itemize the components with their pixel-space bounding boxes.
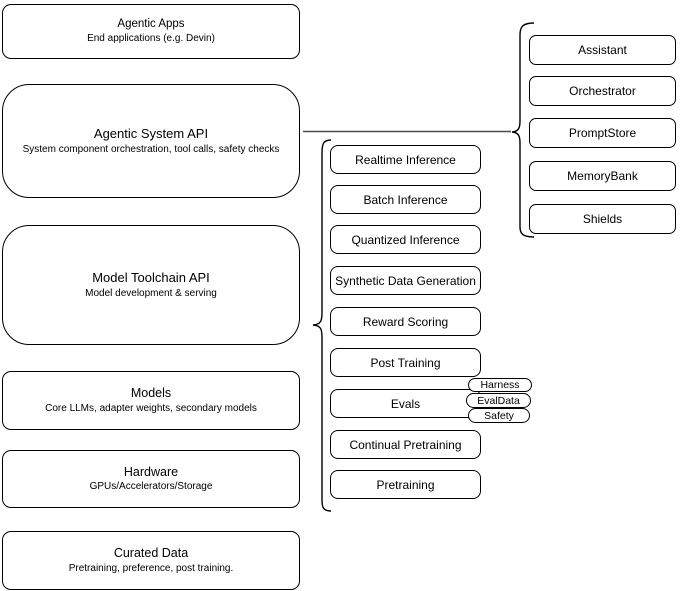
node-evals: Evals <box>330 389 481 418</box>
node-continual-pretraining: Continual Pretraining <box>330 430 481 459</box>
pill-label: EvalData <box>477 394 520 407</box>
node-pretraining: Pretraining <box>330 470 481 499</box>
pill-label: Harness <box>480 379 520 391</box>
node-subtitle: Core LLMs, adapter weights, secondary mo… <box>45 402 257 414</box>
node-memorybank: MemoryBank <box>529 161 676 191</box>
pill-label: Safety <box>484 409 514 422</box>
node-label: Pretraining <box>376 477 435 492</box>
node-realtime-inference: Realtime Inference <box>330 145 481 174</box>
node-curated-data: Curated Data Pretraining, preference, po… <box>2 531 300 590</box>
node-quantized-inference: Quantized Inference <box>330 225 481 254</box>
node-label: Reward Scoring <box>362 314 449 329</box>
pill-harness: Harness <box>468 378 532 392</box>
node-title: Curated Data <box>113 546 189 561</box>
node-agentic-system-api: Agentic System API System component orch… <box>2 84 300 198</box>
node-agentic-apps: Agentic Apps End applications (e.g. Devi… <box>2 4 300 59</box>
node-models: Models Core LLMs, adapter weights, secon… <box>2 371 300 430</box>
node-subtitle: Pretraining, preference, post training. <box>68 562 234 574</box>
node-label: Orchestrator <box>569 84 636 98</box>
toolchain-brace-icon <box>312 139 332 512</box>
node-label: Batch Inference <box>363 192 448 207</box>
node-model-toolchain-api: Model Toolchain API Model development & … <box>2 225 300 345</box>
node-promptstore: PromptStore <box>529 118 676 148</box>
node-subtitle: Model development & serving <box>85 287 217 299</box>
node-subtitle: System component orchestration, tool cal… <box>22 143 280 155</box>
node-label: Shields <box>582 212 623 226</box>
node-label: Synthetic Data Generation <box>335 273 476 288</box>
node-shields: Shields <box>529 204 676 234</box>
node-label: Quantized Inference <box>351 232 460 247</box>
node-synthetic-data-generation: Synthetic Data Generation <box>330 266 481 295</box>
node-title: Model Toolchain API <box>92 270 210 286</box>
node-subtitle: GPUs/Accelerators/Storage <box>89 481 213 493</box>
node-label: Continual Pretraining <box>349 437 462 452</box>
node-title: Agentic Apps <box>117 17 185 30</box>
node-label: Post Training <box>370 355 441 370</box>
node-title: Hardware <box>123 464 179 479</box>
node-hardware: Hardware GPUs/Accelerators/Storage <box>2 450 300 508</box>
pill-evaldata: EvalData <box>466 393 531 408</box>
node-label: Realtime Inference <box>355 152 456 167</box>
node-post-training: Post Training <box>330 348 481 377</box>
pill-safety: Safety <box>468 408 530 423</box>
node-label: Evals <box>390 396 421 411</box>
node-title: Agentic System API <box>93 126 209 142</box>
node-reward-scoring: Reward Scoring <box>330 307 481 336</box>
node-label: Assistant <box>578 43 627 57</box>
node-assistant: Assistant <box>529 35 676 65</box>
node-batch-inference: Batch Inference <box>330 185 481 214</box>
node-orchestrator: Orchestrator <box>529 76 676 106</box>
node-label: PromptStore <box>568 126 637 140</box>
node-title: Models <box>130 386 172 401</box>
node-label: MemoryBank <box>567 169 638 183</box>
node-subtitle: End applications (e.g. Devin) <box>87 33 215 45</box>
